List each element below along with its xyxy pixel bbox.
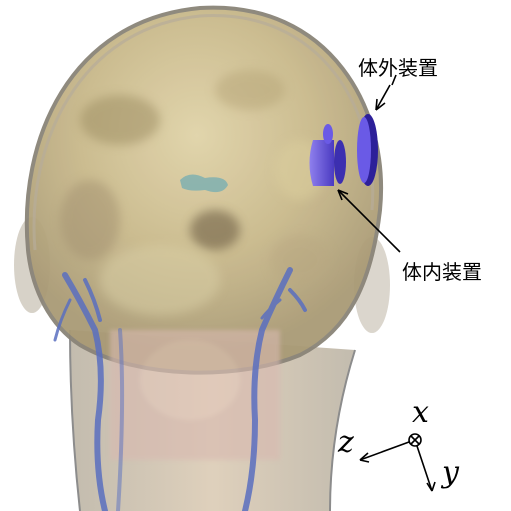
internal-device-label: 体内装置 xyxy=(402,262,482,282)
external-device xyxy=(357,114,378,186)
z-axis-arrow xyxy=(360,442,409,460)
y-axis-arrow xyxy=(417,446,432,491)
y-axis-label: y xyxy=(442,458,459,488)
z-axis-label: z xyxy=(338,428,354,458)
external-device-label: 体外装置 xyxy=(358,58,438,78)
x-axis-label: x xyxy=(412,398,429,428)
axis-triad xyxy=(360,434,435,491)
